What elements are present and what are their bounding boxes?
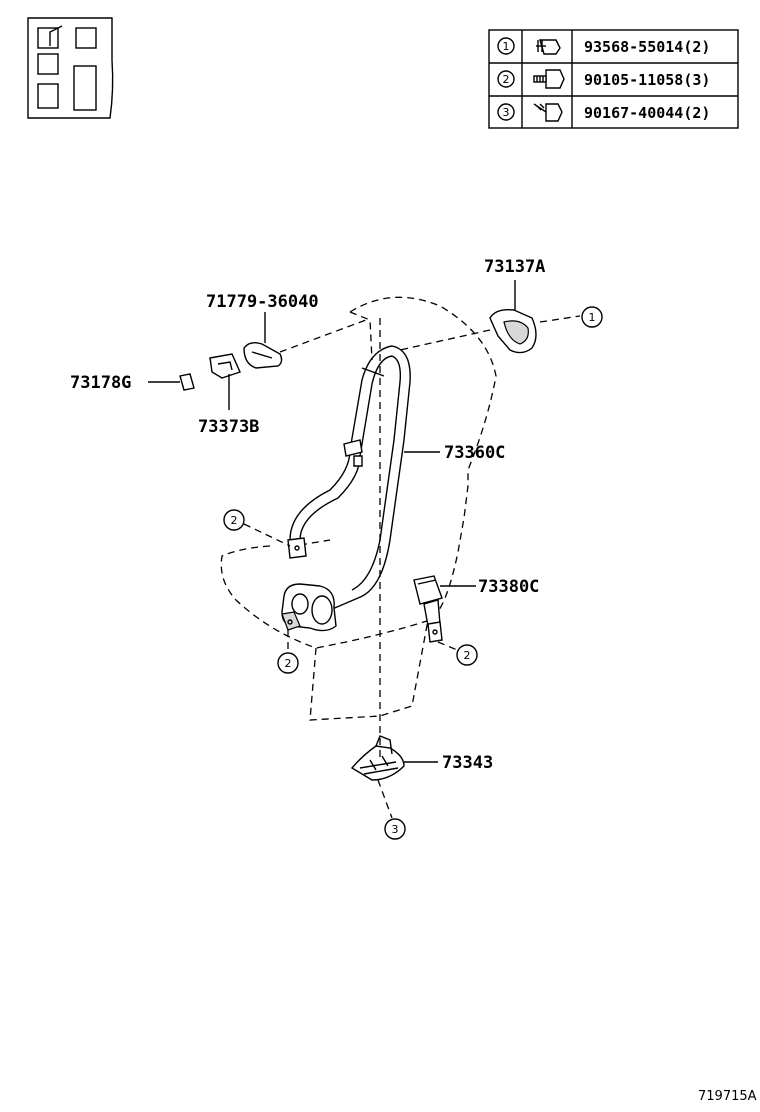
tapping-screw-icon — [536, 39, 561, 55]
fastener-part-number[interactable]: 90167-40044(2) — [584, 104, 710, 122]
fastener-row: 2 90105-11058(3) — [497, 69, 710, 89]
fastener-row: 1 93568-55014(2) — [497, 37, 710, 56]
illustration-code: 719715A — [698, 1089, 757, 1104]
svg-text:2: 2 — [285, 657, 292, 670]
vehicle-locator-thumbnail — [27, 17, 114, 119]
part-label-buckle[interactable]: 73380C — [478, 577, 539, 597]
fastener-callout: 2 — [503, 73, 510, 86]
svg-text:2: 2 — [231, 514, 238, 527]
callout-3: 3 — [384, 818, 406, 840]
shoulder-anchor-cover — [489, 308, 537, 354]
fastener-row: 3 90167-40044(2) — [497, 103, 710, 122]
fastener-callout: 1 — [503, 40, 510, 53]
fastener-part-number[interactable]: 90105-11058(3) — [584, 71, 710, 89]
belt-guide — [209, 353, 241, 379]
buckle-assembly — [413, 575, 443, 643]
part-label-shoulder-anchor-cover[interactable]: 73137A — [484, 257, 545, 277]
hex-bolt-icon — [533, 69, 565, 89]
part-label-cap[interactable]: 73178G — [70, 373, 131, 393]
callout-2: 2 — [456, 644, 478, 666]
floor-bracket — [350, 735, 405, 781]
svg-text:1: 1 — [589, 311, 596, 324]
shoulder-adjuster-cover — [243, 341, 283, 369]
leader-lines — [148, 280, 581, 819]
callout-2: 2 — [277, 652, 299, 674]
belt-cap — [179, 373, 195, 391]
callout-2: 2 — [223, 509, 245, 531]
part-label-shoulder-adjuster-cover[interactable]: 71779-36040 — [206, 292, 319, 312]
seat-belt-webbing — [287, 345, 411, 611]
part-label-belt-guide[interactable]: 73373B — [198, 417, 259, 437]
part-label-bracket[interactable]: 73343 — [442, 753, 493, 773]
retractor-unit — [281, 583, 337, 632]
svg-text:3: 3 — [392, 823, 399, 836]
flange-screw-icon — [533, 103, 563, 122]
fastener-table: 1 93568-55014(2) 2 90105-11058(3) 3 — [488, 29, 739, 129]
fastener-part-number[interactable]: 93568-55014(2) — [584, 38, 710, 56]
fastener-callout: 3 — [503, 106, 510, 119]
callout-1: 1 — [581, 306, 603, 328]
part-label-seat-belt-assembly[interactable]: 73360C — [444, 443, 505, 463]
svg-text:2: 2 — [464, 649, 471, 662]
